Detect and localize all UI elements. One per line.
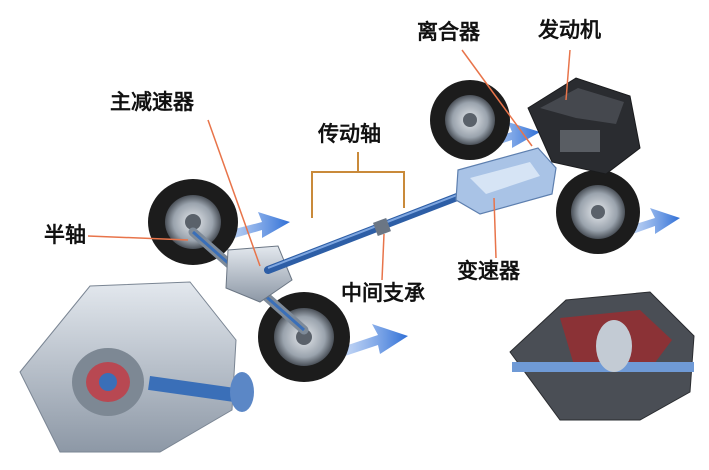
label-engine: 发动机 (538, 18, 601, 42)
label-final-drive: 主减速器 (110, 90, 194, 114)
rear-axle (188, 227, 309, 335)
label-drive-shaft: 传动轴 (318, 122, 381, 146)
leader-clutch (461, 49, 533, 147)
label-connectors (87, 49, 571, 281)
wheel-front-left (430, 80, 510, 160)
gearbox-cutaway (509, 291, 695, 421)
leader-engine (565, 49, 571, 101)
label-half-shaft: 半轴 (44, 223, 86, 247)
propeller-shaft (264, 188, 474, 274)
label-clutch: 离合器 (417, 20, 480, 44)
transmission (455, 147, 557, 215)
label-center-support: 中间支承 (341, 281, 425, 305)
wheel-front-right (556, 170, 640, 254)
leader-center-support (381, 233, 385, 281)
leader-final-drive (207, 119, 261, 267)
center-support-bearing (373, 218, 391, 236)
wheel-rear-left (148, 179, 238, 265)
drive-shaft-bracket (311, 171, 405, 218)
final-drive-housing (225, 245, 293, 303)
leader-transmission (493, 197, 497, 259)
label-transmission: 变速器 (457, 259, 520, 283)
leader-half-shaft (87, 235, 189, 241)
differential-cutaway (19, 281, 254, 453)
engine (527, 77, 641, 175)
